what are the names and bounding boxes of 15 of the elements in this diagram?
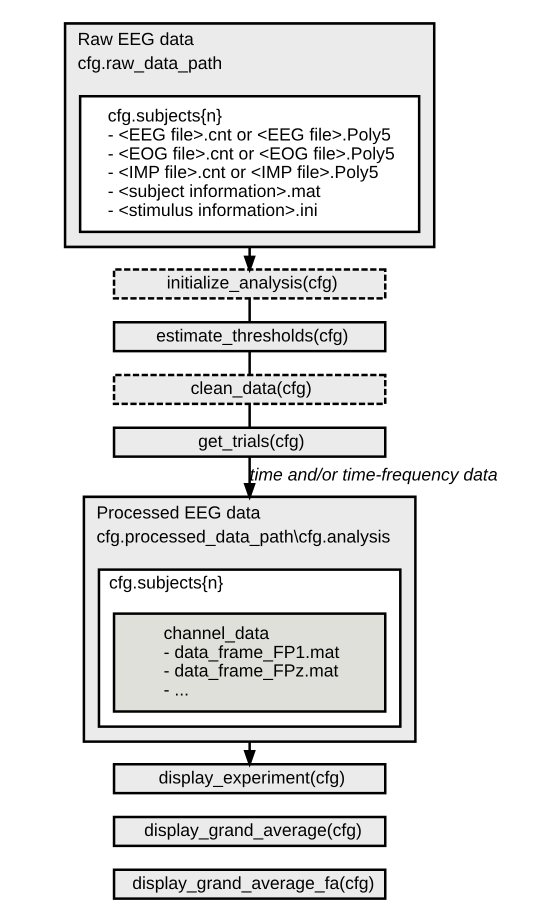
connector (248, 404, 250, 428)
connector (248, 298, 250, 322)
arrow (242, 456, 256, 501)
node-box: clean_data(cfg) (112, 374, 386, 406)
arrow (242, 246, 256, 274)
node-box: channel_data - data_frame_FP1.mat - data_frame_FPz.mat - ... (112, 612, 386, 713)
node-box: display_grand_average(cfg) (112, 816, 386, 848)
node-box: display_grand_average_fa(cfg) (112, 868, 386, 900)
node-box: estimate_thresholds(cfg) (112, 321, 386, 352)
node-box: initialize_analysis(cfg) (112, 268, 386, 300)
arrow (242, 742, 256, 768)
node-box: get_trials(cfg) (112, 426, 386, 458)
node-box: display_experiment(cfg) (112, 763, 386, 794)
node-box: cfg.subjects{n} - <EEG file>.cnt or <EEG file>.Poly5 - <EOG file>.cnt or <EOG file>.Poly5 - <IMP file>.cnt or <IMP file>.Poly5 - <subject information>.mat - <stimulus information>.ini (78, 95, 420, 234)
connector (248, 351, 250, 375)
